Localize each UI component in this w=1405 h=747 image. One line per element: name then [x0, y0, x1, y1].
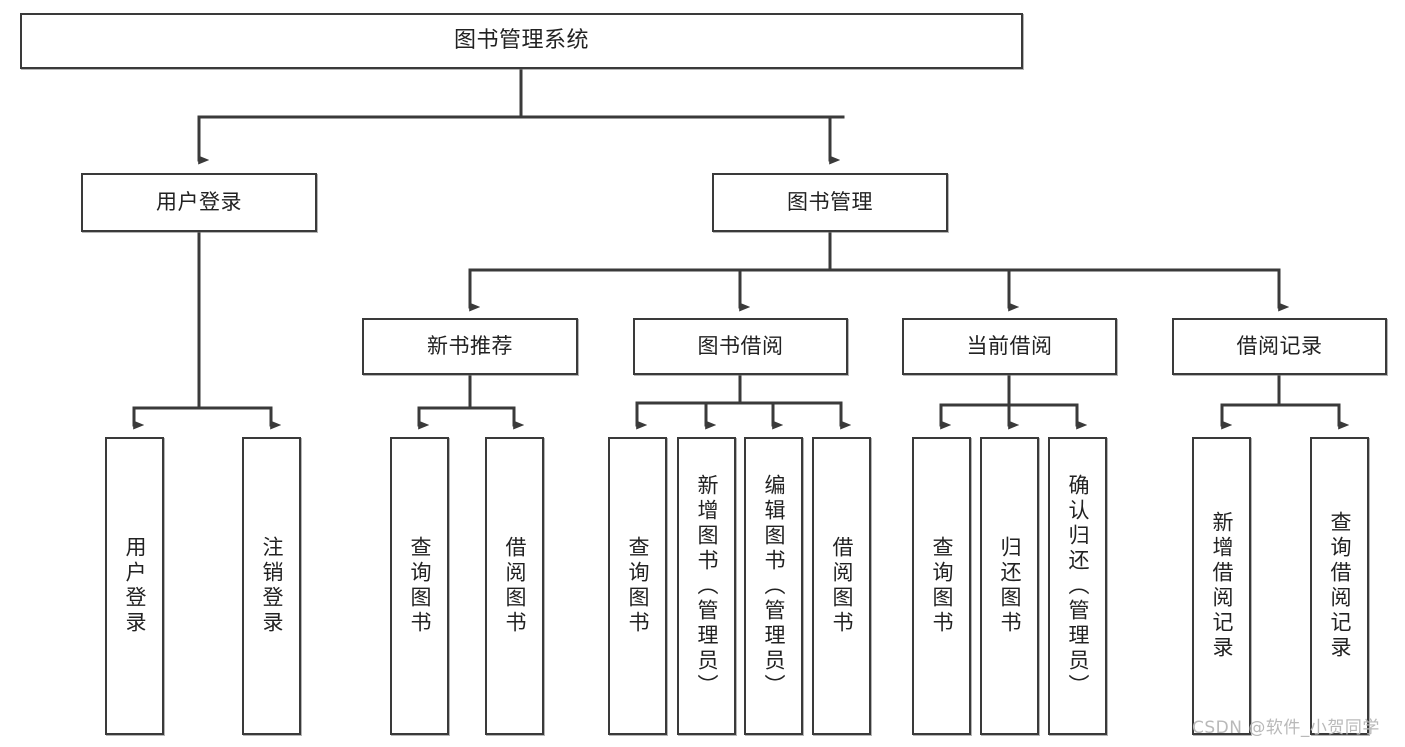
node-book-management[interactable]: 图书管理 [712, 173, 948, 232]
node-leaf-current-return-book[interactable]: 归还图书 [980, 437, 1039, 735]
node-leaf-record-query[interactable]: 查询借阅记录 [1310, 437, 1369, 735]
node-leaf-new-book-query[interactable]: 查询图书 [390, 437, 449, 735]
node-leaf-borrow-query-book-label: 查询图书 [626, 536, 650, 636]
node-leaf-borrow-borrow-book[interactable]: 借阅图书 [812, 437, 871, 735]
node-leaf-user-login-logout-label: 注销登录 [260, 536, 284, 636]
node-leaf-user-login-login[interactable]: 用户登录 [105, 437, 164, 735]
node-book-borrow-label: 图书借阅 [697, 334, 784, 359]
node-new-book-recommend[interactable]: 新书推荐 [362, 318, 578, 375]
node-leaf-current-query-book[interactable]: 查询图书 [912, 437, 971, 735]
node-leaf-current-query-book-label: 查询图书 [930, 536, 954, 636]
node-leaf-borrow-borrow-book-label: 借阅图书 [830, 536, 854, 636]
csdn-watermark: CSDN @软件_小贺同学 [1192, 718, 1380, 738]
node-current-borrow[interactable]: 当前借阅 [902, 318, 1117, 375]
node-leaf-current-return-book-label: 归还图书 [998, 536, 1022, 636]
node-leaf-record-query-label: 查询借阅记录 [1328, 511, 1352, 661]
node-borrow-record[interactable]: 借阅记录 [1172, 318, 1387, 375]
node-leaf-borrow-add-book-label: 新增图书（管理员） [695, 473, 719, 699]
node-leaf-borrow-query-book[interactable]: 查询图书 [608, 437, 667, 735]
node-new-book-recommend-label: 新书推荐 [427, 334, 513, 359]
node-leaf-record-add[interactable]: 新增借阅记录 [1192, 437, 1251, 735]
node-user-login[interactable]: 用户登录 [81, 173, 317, 232]
node-user-login-label: 用户登录 [156, 190, 242, 215]
node-leaf-user-login-login-label: 用户登录 [123, 536, 147, 636]
node-book-management-label: 图书管理 [787, 190, 873, 215]
node-book-borrow[interactable]: 图书借阅 [633, 318, 848, 375]
node-leaf-current-confirm-return-label: 确认归还（管理员） [1066, 473, 1090, 699]
node-leaf-current-confirm-return[interactable]: 确认归还（管理员） [1048, 437, 1107, 735]
node-leaf-record-add-label: 新增借阅记录 [1210, 511, 1234, 661]
node-leaf-new-book-query-label: 查询图书 [408, 536, 432, 636]
node-root-system-label: 图书管理系统 [453, 28, 589, 54]
node-leaf-new-book-borrow[interactable]: 借阅图书 [485, 437, 544, 735]
node-leaf-borrow-edit-book[interactable]: 编辑图书（管理员） [744, 437, 803, 735]
node-borrow-record-label: 借阅记录 [1236, 334, 1323, 359]
node-leaf-user-login-logout[interactable]: 注销登录 [242, 437, 301, 735]
node-leaf-borrow-add-book[interactable]: 新增图书（管理员） [677, 437, 736, 735]
node-root-system[interactable]: 图书管理系统 [20, 13, 1023, 69]
node-leaf-new-book-borrow-label: 借阅图书 [503, 536, 527, 636]
node-leaf-borrow-edit-book-label: 编辑图书（管理员） [762, 473, 786, 699]
node-current-borrow-label: 当前借阅 [966, 334, 1053, 359]
